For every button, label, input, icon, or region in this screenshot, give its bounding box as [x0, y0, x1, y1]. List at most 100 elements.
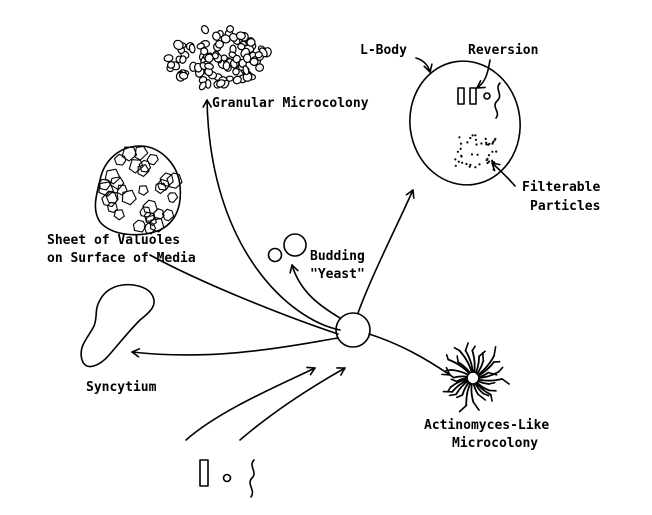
granular-microcolony-drawing — [163, 25, 272, 91]
particle-dot — [474, 166, 477, 169]
vacuole — [98, 181, 114, 197]
particle-dot — [474, 134, 477, 137]
label-yeast: "Yeast" — [310, 267, 365, 282]
particle-dot — [460, 155, 463, 158]
vacuole — [150, 217, 165, 233]
particle-dot — [459, 142, 463, 145]
particle-dot — [492, 168, 495, 171]
granule — [242, 53, 252, 63]
particle-dot — [490, 159, 494, 162]
vacuole — [146, 153, 159, 166]
particle-dot — [478, 163, 481, 166]
actinomyces-core — [466, 371, 480, 385]
central-cell — [335, 312, 371, 348]
granule — [235, 31, 246, 41]
particle-dot — [486, 161, 489, 165]
label-syncytium: Syncytium — [86, 380, 157, 395]
particle-dot — [487, 143, 490, 146]
particle-dot — [485, 143, 488, 146]
granule — [167, 61, 176, 69]
filament-branch — [501, 378, 510, 385]
arrow-lbody-label — [415, 57, 433, 73]
particle-dot — [494, 137, 497, 140]
arrow-reversion — [476, 59, 491, 89]
filament-branch — [458, 404, 468, 413]
filament-branch — [493, 346, 497, 357]
particle-dot — [476, 153, 479, 156]
granule — [226, 25, 235, 33]
filament-branch — [464, 342, 469, 352]
rod-form — [199, 459, 209, 487]
coccus-form — [222, 473, 232, 483]
vacuole — [161, 208, 175, 222]
reversion-rod-1 — [457, 87, 465, 105]
granule — [220, 34, 231, 44]
granule — [237, 42, 246, 51]
granule — [179, 55, 187, 64]
particle-dot — [456, 150, 459, 153]
yeast-cell-large — [283, 233, 307, 257]
granule — [246, 38, 256, 47]
filament-branch — [448, 393, 457, 397]
arrow-from-bottom-right — [239, 367, 346, 441]
label-actinomyces-line2: Microcolony — [452, 436, 539, 451]
granule — [255, 63, 265, 72]
particle-dot — [475, 143, 478, 146]
particle-dot — [466, 141, 469, 144]
label-particles: Particles — [530, 199, 601, 214]
granule — [216, 79, 226, 88]
filament-branch — [456, 355, 459, 363]
granule — [173, 39, 184, 51]
particle-dot — [470, 153, 474, 156]
particle-dot — [459, 147, 462, 150]
filament-branch — [472, 401, 480, 411]
vacuole — [138, 159, 152, 173]
l-body-circle — [409, 60, 521, 186]
arrow-to-actinomyces — [368, 333, 451, 376]
filament-branch — [456, 394, 464, 399]
vacuole — [143, 211, 155, 222]
actinomyces-microcolony-drawing — [442, 342, 510, 413]
vacuole — [167, 192, 179, 204]
arrow-from-bottom-left — [185, 366, 316, 441]
granule — [204, 62, 214, 70]
reversion-coccus — [483, 92, 491, 100]
label-budding: Budding — [310, 249, 365, 264]
granule — [215, 39, 224, 49]
filament-branch — [482, 351, 485, 362]
syncytium-blob — [80, 283, 155, 368]
vacuole — [98, 178, 111, 191]
spiral-form — [249, 459, 255, 498]
label-granular-microcolony: Granular Microcolony — [212, 96, 369, 111]
filament-branch — [471, 345, 476, 352]
filament-branch — [497, 366, 504, 373]
granule — [232, 75, 242, 85]
arrow-to-lbody — [357, 189, 415, 314]
label-reversion: Reversion — [468, 43, 539, 58]
filament-branch — [446, 371, 455, 379]
label-actinomyces-line1: Actinomyces-Like — [424, 418, 550, 433]
vacuole — [166, 172, 183, 189]
filament-branch — [488, 381, 496, 385]
particle-dot — [480, 142, 483, 145]
filament-branch — [490, 393, 493, 402]
vacuole — [132, 219, 147, 233]
granule — [204, 53, 214, 63]
granule — [178, 71, 189, 80]
filament-branch — [453, 346, 461, 352]
granule — [220, 54, 228, 62]
granule — [188, 43, 196, 54]
reversion-spiral — [494, 82, 501, 119]
filterable-particles — [454, 134, 498, 171]
particle-dot — [485, 141, 488, 144]
filament-branch — [443, 369, 451, 373]
vacuole — [138, 185, 149, 196]
particle-dot — [491, 142, 494, 145]
vacuole — [113, 153, 127, 166]
vacuole — [154, 182, 167, 195]
particle-dot — [491, 150, 494, 153]
filament-branch — [446, 386, 452, 393]
vacuole-sheet-drawing — [94, 145, 183, 236]
granule — [198, 81, 207, 91]
